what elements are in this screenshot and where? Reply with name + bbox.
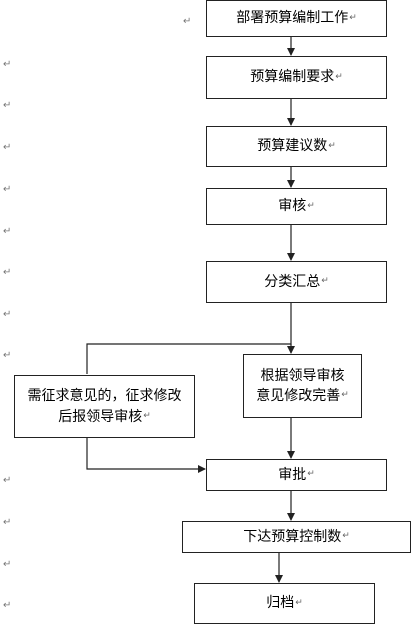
node-revise-label: 根据领导审核意见修改完善 (256, 367, 345, 404)
paragraph-mark: ↵ (3, 59, 12, 70)
paragraph-mark: ↵ (3, 184, 12, 195)
return-mark: ↵ (143, 410, 151, 421)
node-revise: 根据领导审核意见修改完善↵ (243, 354, 362, 418)
arrow-opinion-to-approve (86, 438, 206, 473)
paragraph-mark: ↵ (3, 475, 12, 486)
return-mark: ↵ (328, 140, 336, 151)
line-classify-split (86, 303, 292, 374)
return-mark: ↵ (307, 200, 315, 211)
paragraph-mark: ↵ (3, 100, 12, 111)
node-archive-label: 归档 (266, 595, 295, 612)
paragraph-mark: ↵ (3, 350, 12, 361)
paragraph-mark: ↵ (183, 16, 192, 27)
paragraph-mark: ↵ (3, 142, 12, 153)
node-requirements-label: 预算编制要求 (250, 69, 335, 86)
node-proposal-label: 预算建议数 (257, 138, 328, 155)
node-archive: 归档↵ (194, 583, 375, 624)
node-opinion-label: 需征求意见的，征求修改后报领导审核 (27, 388, 182, 425)
paragraph-mark: ↵ (3, 267, 12, 278)
node-review: 审核↵ (206, 188, 387, 225)
return-mark: ↵ (349, 12, 357, 23)
paragraph-mark: ↵ (3, 600, 12, 611)
paragraph-mark: ↵ (3, 309, 12, 320)
return-mark: ↵ (342, 531, 350, 542)
node-requirements: 预算编制要求↵ (206, 56, 387, 99)
node-deploy-label: 部署预算编制工作 (236, 10, 349, 27)
node-issue-label: 下达预算控制数 (243, 528, 342, 545)
node-classify-label: 分类汇总 (264, 273, 321, 290)
node-approve: 审批↵ (206, 459, 387, 491)
paragraph-mark: ↵ (3, 559, 12, 570)
return-mark: ↵ (295, 597, 303, 608)
node-approve-label: 审批 (278, 466, 307, 483)
node-issue: 下达预算控制数↵ (182, 521, 411, 553)
return-mark: ↵ (341, 390, 349, 401)
paragraph-mark: ↵ (3, 517, 12, 528)
node-classify: 分类汇总↵ (206, 261, 387, 303)
paragraph-mark: ↵ (3, 226, 12, 237)
node-deploy: 部署预算编制工作↵ (206, 0, 387, 37)
return-mark: ↵ (335, 71, 343, 82)
return-mark: ↵ (321, 276, 329, 287)
node-opinion: 需征求意见的，征求修改后报领导审核↵ (14, 375, 195, 438)
node-review-label: 审核 (278, 198, 307, 215)
node-proposal: 预算建议数↵ (206, 126, 387, 167)
return-mark: ↵ (307, 469, 315, 480)
